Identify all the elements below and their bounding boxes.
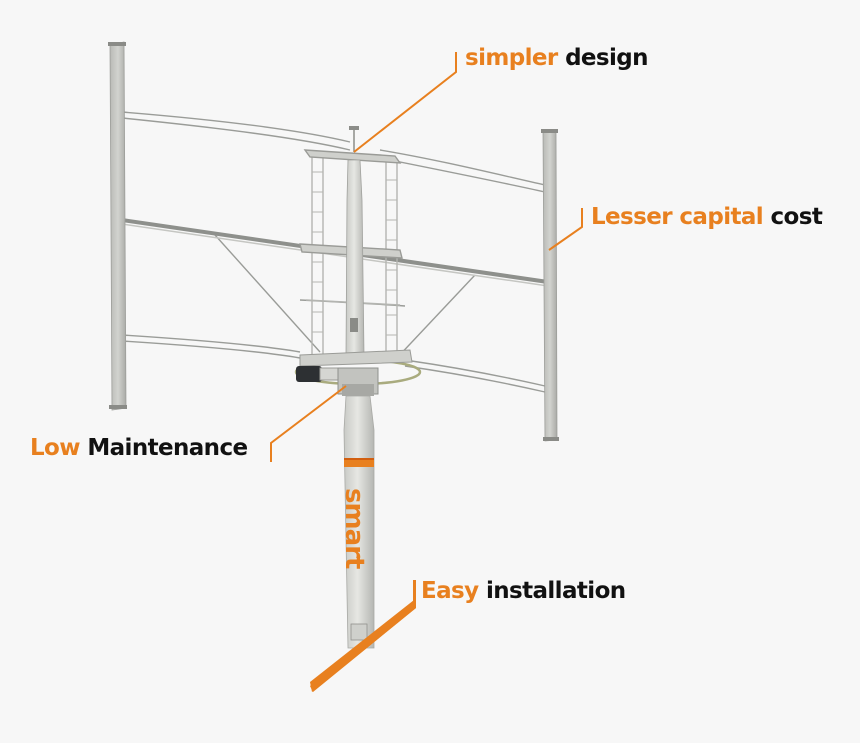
callout-highlight: Easy xyxy=(421,578,479,604)
mast-tower: smart xyxy=(339,395,375,649)
callout-highlight: simpler xyxy=(465,45,558,71)
callout-low-maintenance: Low Maintenance xyxy=(30,437,248,460)
callout-text: Maintenance xyxy=(87,435,248,461)
left-blade xyxy=(108,41,127,411)
callout-highlight: Low xyxy=(30,435,81,461)
mast-branding-text: smart xyxy=(339,488,369,569)
callout-easy-installation: Easy installation xyxy=(421,580,626,603)
callout-text: installation xyxy=(485,578,626,604)
right-blade xyxy=(541,129,559,442)
hub-assembly xyxy=(294,349,422,396)
leader-lines xyxy=(270,52,583,692)
callout-highlight: Lesser capital xyxy=(591,204,764,230)
callout-text: cost xyxy=(770,204,823,230)
lattice-frame xyxy=(299,149,403,355)
callout-simpler-design: simpler design xyxy=(465,45,649,71)
callout-text: design xyxy=(565,45,648,71)
callout-lesser-capital-cost: Lesser capital cost xyxy=(591,204,823,230)
